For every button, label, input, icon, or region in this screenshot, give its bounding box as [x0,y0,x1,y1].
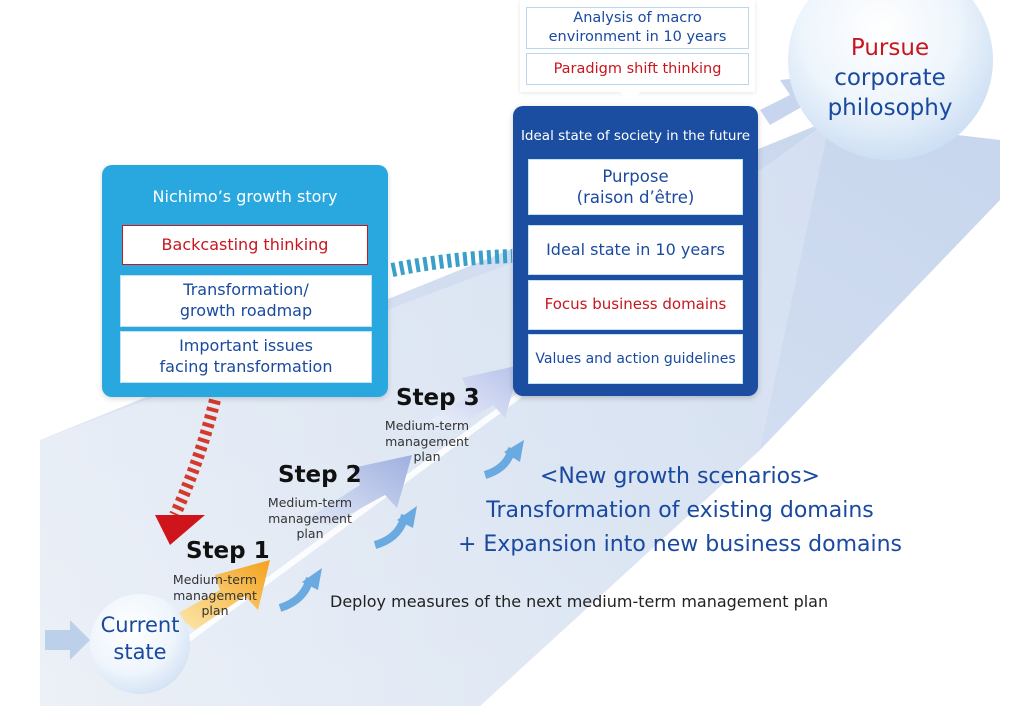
roadmap-box: Transformation/ growth roadmap [120,275,372,327]
current-line-2: state [113,640,167,665]
step1-sub: Medium-term management plan [172,572,258,619]
step2-arrow-icon [305,455,412,525]
step2-label: Step 2 [278,462,362,488]
scenario-line-2: Transformation of existing domains [486,498,874,524]
current-line-1: Current [100,613,180,637]
macro-analysis-box: Analysis of macro environment in 10 year… [526,7,749,49]
step2-sub: Medium-term management plan [267,495,353,542]
backcasting-arrowhead-icon [155,515,205,545]
step3-arrow-icon [430,365,520,428]
ideal-state-10y-box: Ideal state in 10 years [528,225,743,275]
scenario-heading: <New growth scenarios> [540,464,820,489]
deploy-measures-text: Deploy measures of the next medium-term … [330,592,829,611]
growth-story-panel: Nichimo’s growth story Backcasting think… [102,165,388,397]
goal-line-3: philosophy [827,94,953,121]
road-centerline [158,392,522,663]
step1-arrow-icon [175,560,270,630]
goal-circle [788,0,993,160]
growth-scenarios: <New growth scenarios> Transformation of… [430,460,930,562]
step1-label: Step 1 [186,538,270,564]
purpose-box: Purpose (raison d’être) [528,159,743,215]
values-guidelines-box: Values and action guidelines [528,334,743,384]
goal-text: Pursue corporate philosophy [800,34,980,124]
growth-story-title: Nichimo’s growth story [152,187,338,206]
paradigm-shift-box: Paradigm shift thinking [526,53,749,85]
important-issues-box: Important issues facing transformation [120,331,372,383]
step3-label: Step 3 [396,385,480,411]
macro-callout-tail [618,90,642,102]
focus-domains-box: Focus business domains [528,280,743,330]
ideal-state-title: Ideal state of society in the future [520,128,751,144]
connector-dotted [390,249,513,277]
scenario-line-3: + Expansion into new business domains [457,532,903,558]
macro-callout: Analysis of macro environment in 10 year… [520,0,755,92]
step3-sub: Medium-term management plan [384,418,470,465]
ideal-state-panel: Ideal state of society in the future Pur… [513,106,758,396]
backcasting-box: Backcasting thinking [122,225,368,265]
current-state-circle [90,594,190,694]
goal-line-2: corporate [834,64,946,91]
entry-arrow-icon [45,620,90,660]
goal-line-1: Pursue [850,35,930,61]
current-state-text: Current state [90,612,190,667]
